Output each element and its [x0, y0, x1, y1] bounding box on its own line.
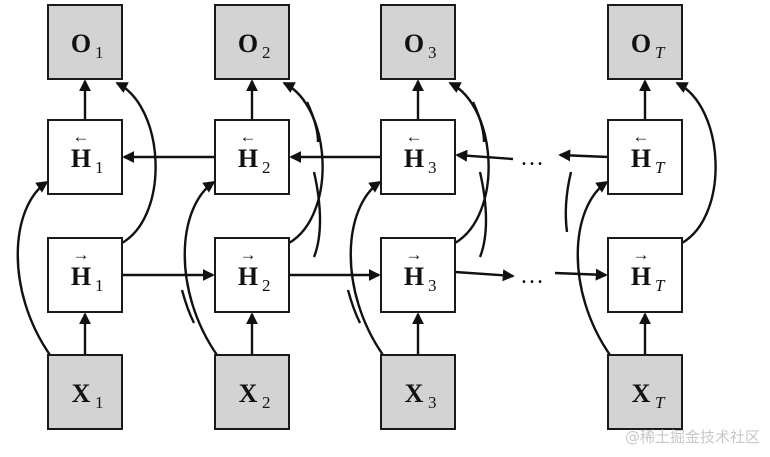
edge-x-to-back-1 — [16, 180, 51, 356]
inp-label-1: X — [72, 379, 91, 408]
edge-fwd-to-out-2 — [282, 81, 324, 245]
edges-layer — [16, 79, 717, 356]
out-label-T: O — [631, 29, 651, 58]
inp-subscript-1: 1 — [95, 393, 104, 412]
edge-back-ellipsis-3 — [455, 149, 514, 162]
back-subscript-1: 1 — [95, 158, 104, 177]
back-label-T: H — [631, 144, 651, 173]
edge-fwd-3-ellipsis — [454, 269, 515, 282]
edge-fwd-to-out-1 — [115, 81, 157, 245]
fragment-mid-3 — [478, 171, 488, 258]
back-node-box-3 — [380, 119, 456, 195]
fwd-node-box-2 — [214, 237, 290, 313]
fragment-T-left — [564, 171, 573, 233]
back-subscript-T: T — [655, 158, 666, 177]
fwd-node-box-T — [607, 237, 683, 313]
forward-arrow-1: → — [73, 245, 90, 264]
out-node-box-2 — [214, 4, 290, 80]
fwd-node-box-3 — [380, 237, 456, 313]
fragment-lower-3 — [346, 289, 362, 324]
backward-ellipsis: … — [520, 145, 544, 171]
edge-fwd-ellipsis-T — [554, 268, 608, 281]
forward-arrow-3: → — [406, 245, 423, 264]
edge-x-to-back-2 — [183, 180, 218, 356]
back-label-1: H — [71, 144, 91, 173]
out-subscript-2: 2 — [262, 43, 271, 62]
inp-label-T: X — [632, 379, 651, 408]
forward-arrow-2: → — [240, 245, 257, 264]
inp-node-box-3 — [380, 354, 456, 430]
backward-arrow-3: ← — [406, 127, 423, 146]
fwd-subscript-3: 3 — [428, 276, 437, 295]
fragment-upper-3 — [471, 101, 486, 143]
out-node-box-3 — [380, 4, 456, 80]
inp-label-2: X — [239, 379, 258, 408]
out-node-box-T — [607, 4, 683, 80]
back-subscript-3: 3 — [428, 158, 437, 177]
fwd-subscript-1: 1 — [95, 276, 104, 295]
inp-subscript-T: T — [655, 393, 666, 412]
fwd-label-2: H — [238, 262, 258, 291]
labels-layer: … … — [520, 145, 544, 289]
edge-fwd-to-out-T — [675, 81, 717, 245]
out-label-1: O — [71, 29, 91, 58]
out-subscript-1: 1 — [95, 43, 104, 62]
forward-ellipsis: … — [520, 263, 544, 289]
inp-label-3: X — [405, 379, 424, 408]
inp-subscript-2: 2 — [262, 393, 271, 412]
edge-x-to-back-T — [576, 180, 611, 356]
edge-fwd-to-out-3 — [448, 81, 490, 245]
fragment-mid-2 — [312, 171, 322, 258]
inp-node-box-2 — [214, 354, 290, 430]
fwd-subscript-2: 2 — [262, 276, 271, 295]
fragment-lower-2 — [180, 289, 196, 324]
out-subscript-3: 3 — [428, 43, 437, 62]
fwd-label-3: H — [404, 262, 424, 291]
backward-arrow-T: ← — [633, 127, 650, 146]
backward-arrow-1: ← — [73, 127, 90, 146]
fwd-subscript-T: T — [655, 276, 666, 295]
inp-subscript-3: 3 — [428, 393, 437, 412]
out-subscript-T: T — [655, 43, 666, 62]
out-label-3: O — [404, 29, 424, 58]
back-label-3: H — [404, 144, 424, 173]
inp-node-box-1 — [47, 354, 123, 430]
out-node-box-1 — [47, 4, 123, 80]
back-node-box-T — [607, 119, 683, 195]
fwd-node-box-1 — [47, 237, 123, 313]
back-subscript-2: 2 — [262, 158, 271, 177]
out-label-2: O — [238, 29, 258, 58]
edge-x-to-back-3 — [349, 180, 384, 356]
back-label-2: H — [238, 144, 258, 173]
back-node-box-1 — [47, 119, 123, 195]
forward-arrow-T: → — [633, 245, 650, 264]
fwd-label-1: H — [71, 262, 91, 291]
watermark: @稀土掘金技术社区 — [624, 428, 760, 446]
fragment-upper-2 — [305, 101, 320, 143]
backward-arrow-2: ← — [240, 127, 257, 146]
fwd-label-T: H — [631, 262, 651, 291]
inp-node-box-T — [607, 354, 683, 430]
back-node-box-2 — [214, 119, 290, 195]
edge-back-T-ellipsis — [558, 149, 609, 162]
